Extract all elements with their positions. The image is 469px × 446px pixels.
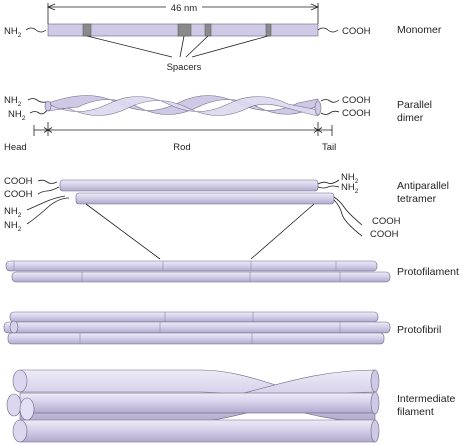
tetramer-nh2-label-1: NH2 [4, 206, 22, 219]
tetramer-right-squiggle-3 [333, 196, 363, 226]
spacer-leader-1 [86, 35, 173, 58]
dimer-cooh-label-top: COOH [342, 95, 371, 106]
protofibril-strand-2 [3, 321, 391, 334]
protofilament-upper-joins [13, 261, 337, 271]
tetramer-right-nh2-label-2: NH2 [341, 182, 359, 195]
protofibril-joins [79, 312, 341, 344]
filament-end-a [12, 369, 28, 393]
dimer-tail-cap [314, 100, 322, 116]
antiparallel-tetramer-label-line2: tetramer [397, 193, 437, 205]
filament-far-end-b [370, 391, 380, 415]
rod-label: Rod [173, 142, 190, 153]
spacer-leader-2 [179, 35, 185, 58]
tail-label: Tail [322, 142, 336, 153]
tetramer-squiggle-1 [37, 179, 58, 184]
dimer-nh2-label-bottom: NH2 [8, 109, 26, 122]
tetramer-right-squiggle-2 [317, 185, 340, 189]
tail-arrow [317, 127, 323, 133]
dimer-n-squiggle-bottom [29, 108, 49, 115]
spacer-3 [204, 23, 212, 37]
tetramer-right-squiggle-4 [333, 199, 363, 237]
intermediate-filament-label-line2: filament [397, 406, 434, 418]
monomer-cooh-label: COOH [342, 26, 371, 37]
dimer-strand-b [47, 96, 319, 117]
tetramer-right-nh2-label-1: NH2 [341, 172, 359, 185]
intermediate-filament-label-line1: Intermediate [397, 393, 456, 405]
monomer-n-terminal-squiggle [25, 27, 47, 33]
filament-end-c [19, 397, 35, 421]
protofibril-row: Protofibril [3, 311, 441, 345]
parallel-dimer-row: NH2 NH2 COOH COOH Head Rod Tail Parallel… [4, 95, 432, 153]
monomer-row: 46 nm NH2 COOH Spacers Monomer [4, 2, 442, 73]
protofilament-label: Protofilament [397, 266, 459, 278]
dimer-nh2-label-top: NH2 [4, 95, 22, 108]
dimer-n-squiggle-top [27, 98, 47, 103]
spacer-leader-4 [191, 35, 269, 58]
dimer-cooh-label-bottom: COOH [342, 108, 371, 119]
antiparallel-tetramer-row: COOH COOH NH2 NH2 NH2 NH2 COOH COOH Anti… [4, 172, 449, 260]
dimer-head-cap [44, 100, 52, 112]
filament-end-b [6, 393, 22, 417]
tetramer-lower-dimer [75, 192, 335, 205]
spacers-label: Spacers [167, 62, 202, 73]
length-label: 46 nm [171, 3, 197, 14]
tetramer-right-squiggle-1 [317, 179, 340, 185]
protofibril-end-cap [9, 320, 19, 334]
filament-end-d [12, 419, 28, 443]
length-label-bg [166, 2, 202, 13]
protofilament-lower-joins [81, 272, 341, 282]
tetramer-upper-dimer [59, 179, 319, 192]
tetramer-right-cooh-label-2: COOH [370, 229, 399, 240]
intermediate-filament-row: Intermediate filament [6, 369, 456, 443]
parallel-dimer-label-line2: dimer [397, 112, 424, 124]
protofibril-strand-3 [7, 332, 385, 345]
filament-bundle-c [19, 392, 376, 414]
protofibril-label: Protofibril [397, 324, 441, 336]
tetramer-squiggle-3 [26, 195, 66, 211]
protofibril-strand-1 [9, 311, 379, 323]
protofilament-row: Protofilament [5, 260, 459, 283]
antiparallel-tetramer-label-line1: Antiparallel [397, 180, 449, 192]
spacer-4 [265, 23, 272, 37]
filament-far-end-c [370, 419, 380, 443]
spacer-2 [177, 23, 192, 37]
protofilament-upper-strand [5, 260, 378, 272]
tetramer-nh2-label-2: NH2 [4, 220, 22, 233]
tetramer-right-cooh-label-1: COOH [372, 216, 401, 227]
tetramer-cooh-label-1: COOH [4, 176, 33, 187]
tetramer-guide-line-right [250, 203, 315, 260]
monomer-c-terminal-squiggle [317, 27, 339, 33]
filament-bundle-d [19, 419, 376, 443]
spacer-1 [82, 23, 92, 37]
dimer-c-squiggle-bottom [320, 110, 340, 115]
tetramer-guide-line-left [85, 203, 161, 260]
dimer-c-squiggle-top [320, 99, 340, 103]
filament-far-end-a [370, 369, 380, 393]
protofilament-lower-strand [11, 271, 391, 283]
spacer-leader-3 [185, 35, 209, 58]
rod-arrow-left [47, 127, 53, 133]
monomer-nh2-label: NH2 [4, 26, 22, 39]
tetramer-squiggle-4 [26, 197, 70, 225]
tetramer-squiggle-2 [37, 186, 60, 195]
tetramer-cooh-label-2: COOH [4, 189, 33, 200]
parallel-dimer-label-line1: Parallel [397, 99, 432, 111]
monomer-label: Monomer [397, 24, 442, 36]
head-label: Head [4, 142, 27, 153]
